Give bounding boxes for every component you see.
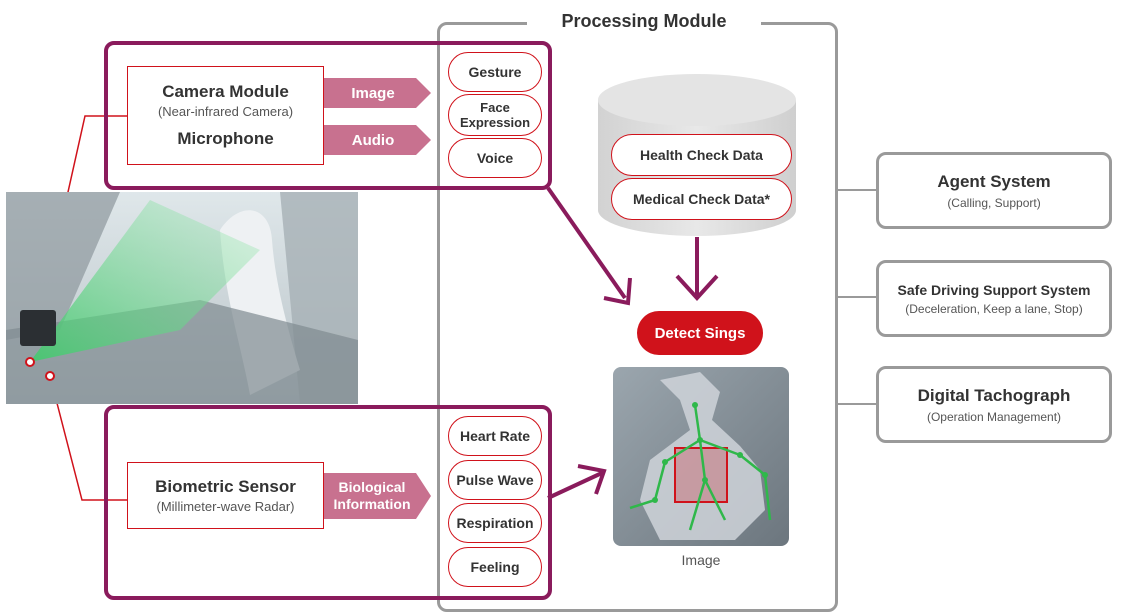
signal-gesture: Gesture — [448, 52, 542, 92]
detect-signs-badge: Detect Sings — [637, 311, 763, 355]
bottom-sensor-frame — [104, 405, 552, 600]
arrow-bottom-head — [577, 464, 607, 495]
output-safe-driving-subtitle: (Deceleration, Keep a lane, Stop) — [905, 301, 1083, 316]
signal-feeling: Feeling — [448, 547, 542, 587]
biometric-sensor-box: Biometric Sensor (Millimeter-wave Radar) — [127, 462, 324, 529]
output-digital-tachograph: Digital Tachograph (Operation Management… — [876, 366, 1112, 443]
arrow-db-head — [675, 274, 719, 301]
signal-respiration: Respiration — [448, 503, 542, 543]
camera-microphone-box: Camera Module (Near-infrared Camera) Mic… — [127, 66, 324, 165]
biometric-sensor-subtitle: (Millimeter-wave Radar) — [156, 499, 295, 514]
leader-biometric — [49, 375, 127, 501]
arrow-top-head — [603, 277, 632, 306]
biological-tag-label: Biological Information — [333, 479, 411, 512]
audio-tag-label: Audio — [351, 131, 395, 149]
microphone-title: Microphone — [177, 129, 274, 148]
db-health-check-data: Health Check Data — [611, 134, 792, 176]
biometric-sensor-title: Biometric Sensor — [155, 477, 296, 496]
db-medical-check-data: Medical Check Data* — [611, 178, 792, 220]
output-tachograph-title: Digital Tachograph — [917, 385, 1071, 405]
output-safe-driving: Safe Driving Support System (Deceleratio… — [876, 260, 1112, 337]
output-agent-title: Agent System — [937, 171, 1051, 191]
camera-module-title: Camera Module — [162, 82, 289, 101]
signal-heart-rate: Heart Rate — [448, 416, 542, 456]
image-caption: Image — [681, 552, 721, 568]
output-tachograph-subtitle: (Operation Management) — [926, 409, 1062, 424]
arrow-bottom-to-image — [547, 470, 605, 500]
image-tag-label: Image — [351, 84, 395, 102]
signal-voice: Voice — [448, 138, 542, 178]
signal-pulse-wave: Pulse Wave — [448, 460, 542, 500]
signal-face-expression: Face Expression — [448, 94, 542, 136]
processing-module-title: Processing Module — [527, 8, 761, 34]
top-sensor-frame — [104, 41, 552, 190]
camera-module-subtitle: (Near-infrared Camera) — [157, 104, 294, 119]
arrow-top-to-detect — [546, 186, 627, 300]
output-agent-system: Agent System (Calling, Support) — [876, 152, 1112, 229]
output-agent-subtitle: (Calling, Support) — [947, 195, 1041, 210]
output-safe-driving-title: Safe Driving Support System — [897, 281, 1091, 298]
